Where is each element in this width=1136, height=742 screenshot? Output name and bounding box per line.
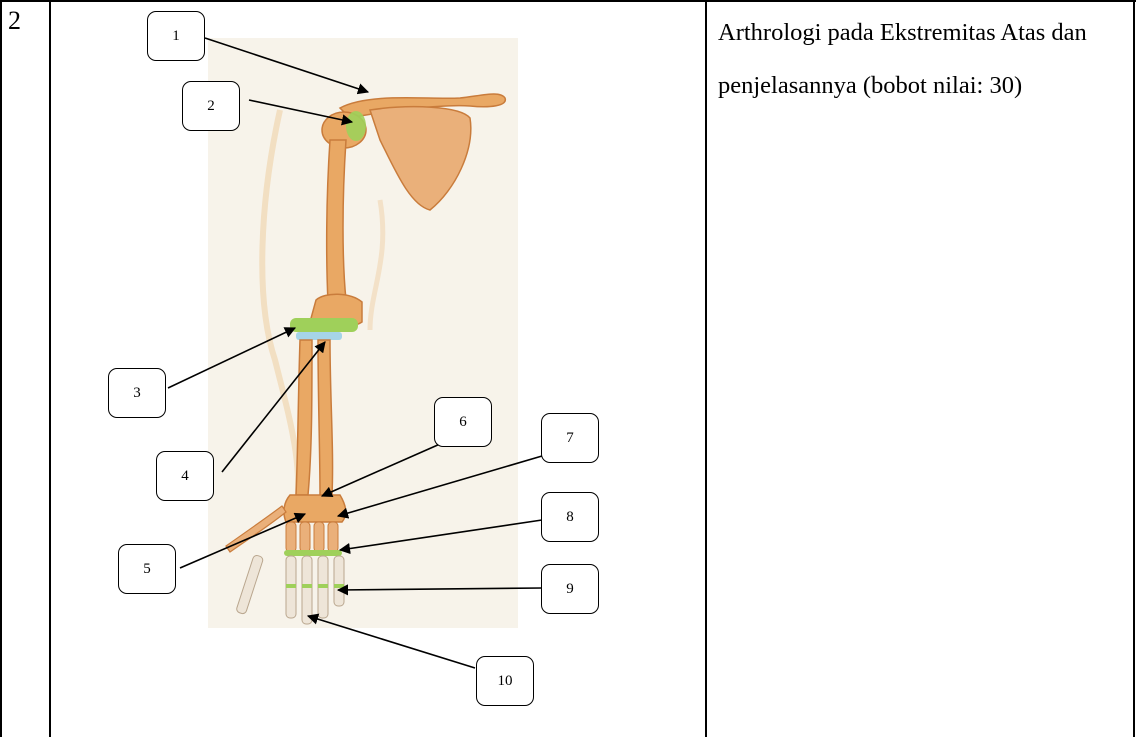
label-box-6: 6 — [434, 397, 492, 447]
table-divider-left — [0, 0, 2, 737]
humerus-shaft — [327, 140, 346, 302]
table-divider-middle — [705, 0, 707, 737]
label-box-8: 8 — [541, 492, 599, 542]
label-box-2: 2 — [182, 81, 240, 131]
elbow-joint-cartilage — [290, 318, 358, 332]
shoulder-joint-cartilage — [346, 111, 366, 141]
elbow-joint-capsule — [296, 332, 342, 340]
radius-bone — [318, 340, 333, 495]
label-box-9: 9 — [541, 564, 599, 614]
label-box-4: 4 — [156, 451, 214, 501]
arm-skeleton-figure: 1 2 3 4 5 6 7 8 9 10 — [50, 0, 705, 737]
label-box-5: 5 — [118, 544, 176, 594]
label-box-7: 7 — [541, 413, 599, 463]
label-box-3: 3 — [108, 368, 166, 418]
carpal-bones — [284, 495, 346, 522]
row-number: 2 — [8, 6, 21, 36]
task-description: Arthrologi pada Ekstremitas Atas dan pen… — [718, 6, 1128, 112]
label-box-1: 1 — [147, 11, 205, 61]
metacarpophalangeal-cartilage — [284, 550, 342, 556]
label-box-10: 10 — [476, 656, 534, 706]
table-divider-right — [1133, 0, 1135, 737]
